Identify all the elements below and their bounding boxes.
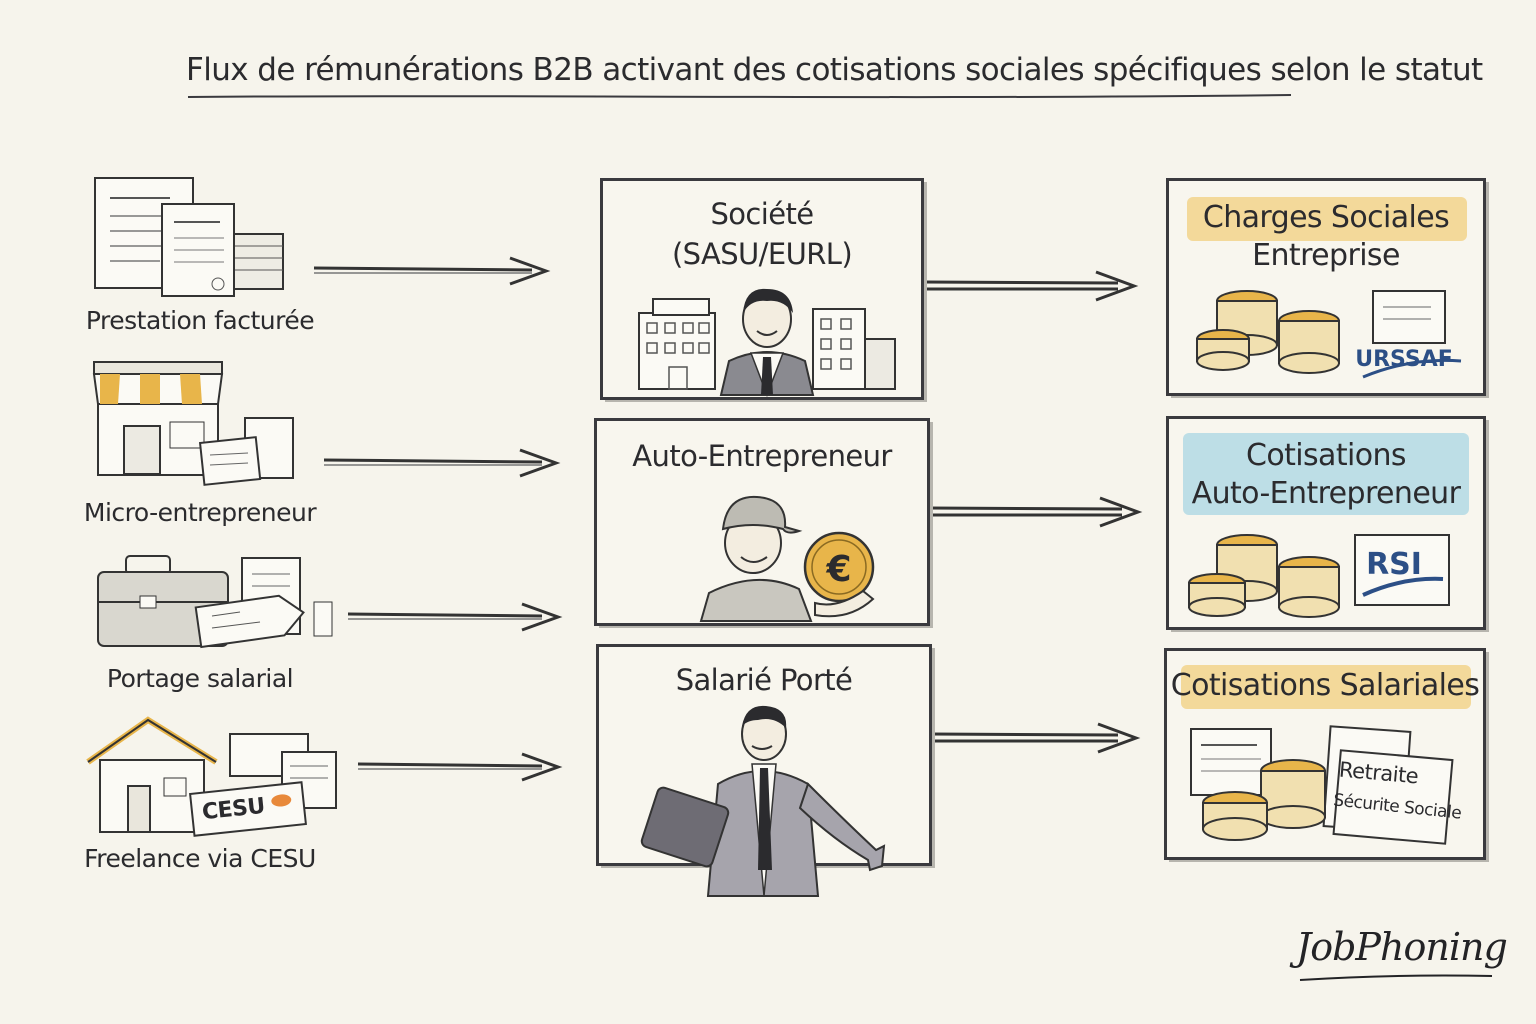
outcome-title: Charges Sociales	[1202, 200, 1450, 235]
highlight-bar	[1183, 433, 1469, 515]
outcome-panel-cotisations-salariales: Cotisations Salariales Retraite Sécurite…	[1164, 648, 1486, 860]
arrow-auto-to-cotisations	[927, 496, 1143, 528]
arrow-salarie-to-salariales	[929, 722, 1141, 754]
outcome-subtitle: Auto-Entrepreneur	[1191, 476, 1461, 511]
arrow-source-to-salarie	[357, 752, 563, 782]
outcome-panel-cotisations-auto: Cotisations Auto-Entrepreneur RSI	[1166, 416, 1486, 630]
briefcase-icon	[97, 555, 333, 649]
invoice-documents-icon	[94, 177, 284, 297]
status-panel-auto-entrepreneur: Auto-Entrepreneur €	[594, 418, 930, 626]
house-icon	[86, 716, 337, 837]
rsi-badge: RSI	[1366, 547, 1422, 582]
status-title: Salarié Porté	[675, 663, 853, 697]
payslip-coins-icon	[1190, 725, 1454, 845]
arrow-societe-to-charges	[923, 270, 1139, 302]
title-underline	[187, 94, 1292, 99]
euro-symbol: €	[826, 549, 852, 590]
outcome-subtitle: Entreprise	[1252, 238, 1400, 273]
arrow-source-to-auto	[323, 448, 561, 478]
brand-logo: JobPhoning	[1296, 925, 1508, 969]
rsi-card-icon	[1354, 534, 1450, 606]
arrow-source-to-auto-2	[347, 602, 563, 632]
status-title: Société	[710, 197, 814, 231]
coin-stacks-icon	[1196, 290, 1340, 374]
entrepreneur-with-coin-icon	[699, 495, 875, 622]
urssaf-document-icon	[1362, 290, 1462, 379]
arrow-source-to-societe	[313, 256, 551, 286]
walking-employee-with-folder-icon	[640, 705, 886, 897]
diagram-title: Flux de rémunérations B2B activant des c…	[186, 52, 1483, 88]
highlight-bar	[1181, 665, 1471, 709]
highlight-bar	[1187, 197, 1467, 241]
outcome-title: Cotisations	[1246, 438, 1407, 473]
source-label: Prestation facturée	[85, 306, 315, 335]
shop-storefront-icon	[92, 361, 294, 486]
brand-underline	[1299, 974, 1493, 981]
outcome-panel-charges-sociales: Charges Sociales Entreprise URSSAF	[1166, 178, 1486, 396]
outcome-title: Cotisations Salariales	[1170, 668, 1480, 703]
status-title: Auto-Entrepreneur	[632, 439, 892, 473]
businessman-office-icon	[638, 288, 896, 398]
status-panel-societe: Société (SASU/EURL)	[600, 178, 924, 400]
urssaf-badge: URSSAF	[1355, 347, 1453, 372]
source-label: Freelance via CESU	[84, 844, 316, 873]
status-subtitle: (SASU/EURL)	[671, 237, 853, 271]
coin-stacks-icon	[1188, 534, 1340, 618]
source-label: Portage salarial	[106, 664, 294, 693]
source-label: Micro-entrepreneur	[83, 498, 317, 527]
